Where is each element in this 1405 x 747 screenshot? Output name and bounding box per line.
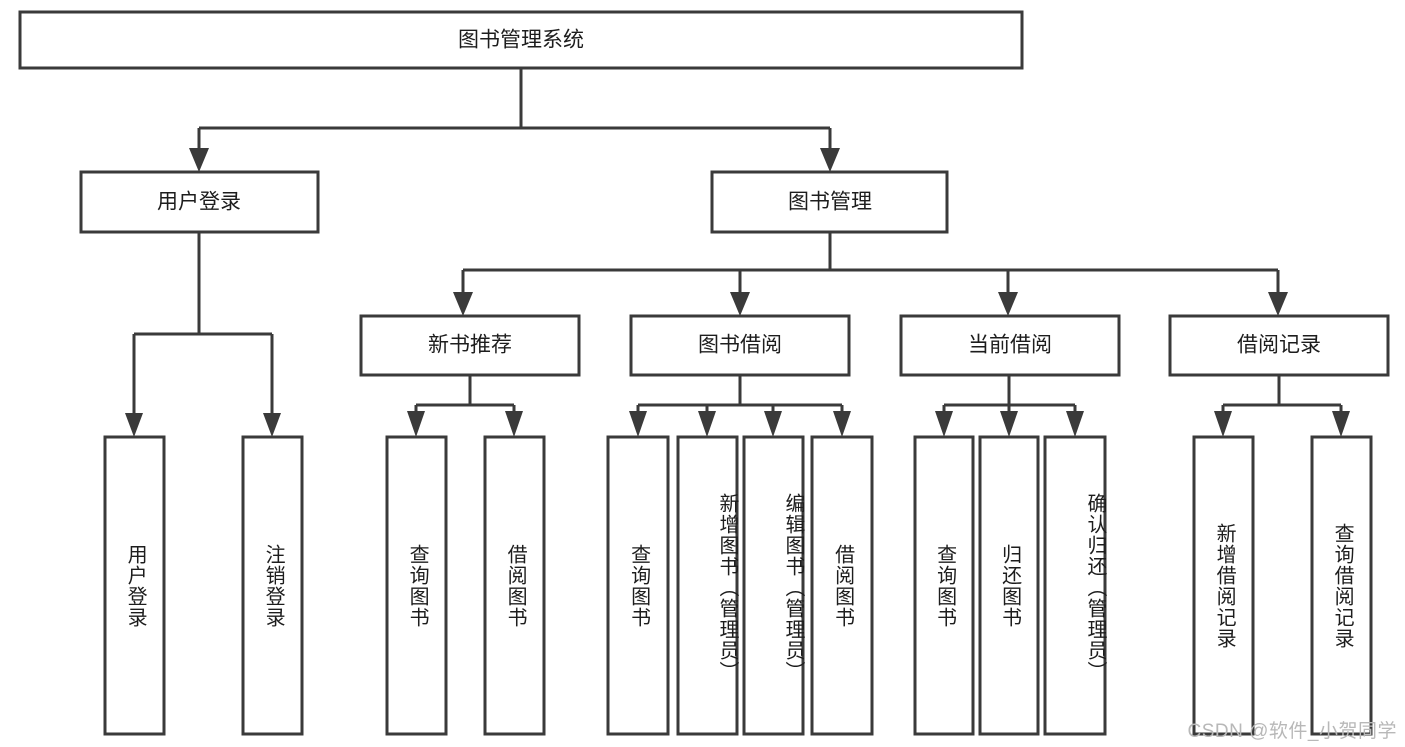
arrow-head-borrow-query xyxy=(629,411,647,437)
arrow-head-leaf-logout xyxy=(263,413,281,437)
arrow-head-current-query xyxy=(935,411,953,437)
leaf-box-add-borrow-record[interactable] xyxy=(1192,435,1255,736)
connector-group-book-mgmt xyxy=(453,232,1288,316)
leaf-box-query-book-borrow[interactable] xyxy=(606,435,670,736)
leaf-box-confirm-return-admin[interactable] xyxy=(1043,435,1107,736)
node-book-borrow-box[interactable] xyxy=(629,314,851,377)
arrow-head-leaf-user-login xyxy=(125,413,143,437)
leaf-box-query-book-current[interactable] xyxy=(913,435,975,736)
connector-group-borrow-records xyxy=(1214,375,1350,437)
arrow-head-newbooks-query xyxy=(407,411,425,437)
arrow-head-records-add xyxy=(1214,411,1232,437)
node-new-book-recommend-box[interactable] xyxy=(359,314,581,377)
connector-group-root xyxy=(189,68,840,172)
arrow-head-borrow-edit xyxy=(764,411,782,437)
leaf-box-return-book[interactable] xyxy=(978,435,1040,736)
node-book-borrow-label: 图书借阅 xyxy=(698,334,782,357)
arrow-head-borrow-records xyxy=(1268,292,1288,316)
leaf-box-query-borrow-record[interactable] xyxy=(1310,435,1373,736)
arrow-head-borrow xyxy=(730,292,750,316)
arrow-head-book-mgmt xyxy=(820,148,840,172)
arrow-head-current-return xyxy=(1000,411,1018,437)
node-root-label: 图书管理系统 xyxy=(458,29,584,52)
arrow-head-borrow-add xyxy=(698,411,716,437)
leaf-box-borrow-book-newrec[interactable] xyxy=(483,435,546,736)
node-new-book-recommend-label: 新书推荐 xyxy=(428,334,512,357)
node-current-borrow-box[interactable] xyxy=(899,314,1121,377)
leaf-box-user-login[interactable] xyxy=(103,435,166,736)
node-borrow-record-label: 借阅记录 xyxy=(1237,334,1321,357)
node-borrow-record-box[interactable] xyxy=(1168,314,1390,377)
watermark-text: CSDN @软件_小贺同学 xyxy=(1187,721,1397,742)
leaf-box-add-book-admin[interactable] xyxy=(676,435,739,736)
arrow-head-borrow-lend xyxy=(833,411,851,437)
node-book-management-box[interactable] xyxy=(710,170,949,234)
connector-group-current-borrow xyxy=(935,375,1084,437)
leaf-box-logout[interactable] xyxy=(241,435,304,736)
node-user-login-box[interactable] xyxy=(79,170,320,234)
arrow-head-current-borrow xyxy=(998,292,1018,316)
node-root-box[interactable] xyxy=(18,10,1024,70)
leaf-box-edit-book-admin[interactable] xyxy=(742,435,805,736)
arrow-head-newbooks xyxy=(453,292,473,316)
node-book-management-label: 图书管理 xyxy=(788,191,872,214)
arrow-head-current-confirm xyxy=(1066,411,1084,437)
node-current-borrow-label: 当前借阅 xyxy=(968,334,1052,357)
arrow-head-records-query xyxy=(1332,411,1350,437)
leaf-box-query-book-newrec[interactable] xyxy=(385,435,448,736)
connector-group-user-login xyxy=(125,232,281,437)
connector-group-newbooks xyxy=(407,375,523,437)
arrow-head-newbooks-borrow xyxy=(505,411,523,437)
connector-group-borrow xyxy=(629,375,851,437)
node-user-login-label: 用户登录 xyxy=(157,191,241,214)
arrow-head-user-login xyxy=(189,148,209,172)
leaf-box-lend-book[interactable] xyxy=(810,435,874,736)
